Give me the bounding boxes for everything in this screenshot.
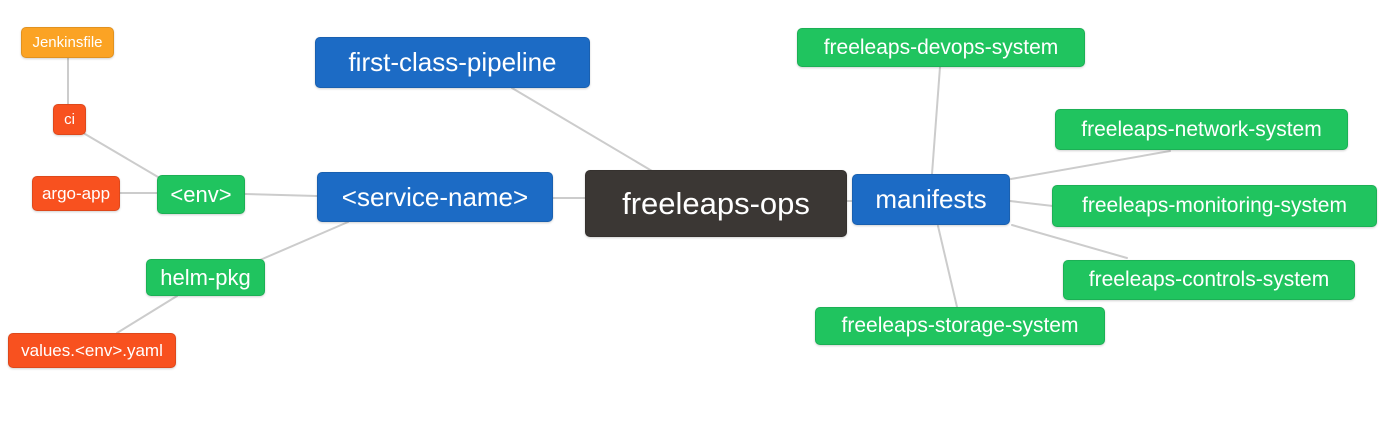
- edge-manifests-monitoring: [1009, 200, 1054, 207]
- edge-manifests-controls: [1011, 224, 1128, 259]
- edge-devops-manifests: [931, 66, 941, 175]
- node-freeleaps-monitoring-system[interactable]: freeleaps-monitoring-system: [1052, 185, 1377, 227]
- edge-manifests-storage: [937, 225, 958, 308]
- node-values-env-yaml[interactable]: values.<env>.yaml: [8, 333, 176, 368]
- edge-service-name-helm-pkg: [259, 221, 349, 261]
- node-freeleaps-storage-system[interactable]: freeleaps-storage-system: [815, 307, 1105, 345]
- node-env[interactable]: <env>: [157, 175, 245, 214]
- node-freeleaps-network-system[interactable]: freeleaps-network-system: [1055, 109, 1348, 150]
- edge-env-service-name: [244, 193, 318, 197]
- node-service-name[interactable]: <service-name>: [317, 172, 553, 222]
- edge-ci-env: [84, 133, 159, 178]
- node-jenkinsfile[interactable]: Jenkinsfile: [21, 27, 114, 58]
- edge-pipeline-freeleaps-ops: [511, 87, 653, 172]
- node-helm-pkg[interactable]: helm-pkg: [146, 259, 265, 296]
- edge-helm-pkg-values-yaml: [116, 295, 178, 334]
- node-first-class-pipeline[interactable]: first-class-pipeline: [315, 37, 590, 88]
- node-argo-app[interactable]: argo-app: [32, 176, 120, 211]
- edge-manifests-network: [1010, 150, 1171, 180]
- node-manifests[interactable]: manifests: [852, 174, 1010, 225]
- node-freeleaps-devops-system[interactable]: freeleaps-devops-system: [797, 28, 1085, 67]
- node-freeleaps-ops[interactable]: freeleaps-ops: [585, 170, 847, 237]
- node-freeleaps-controls-system[interactable]: freeleaps-controls-system: [1063, 260, 1355, 300]
- node-ci[interactable]: ci: [53, 104, 86, 135]
